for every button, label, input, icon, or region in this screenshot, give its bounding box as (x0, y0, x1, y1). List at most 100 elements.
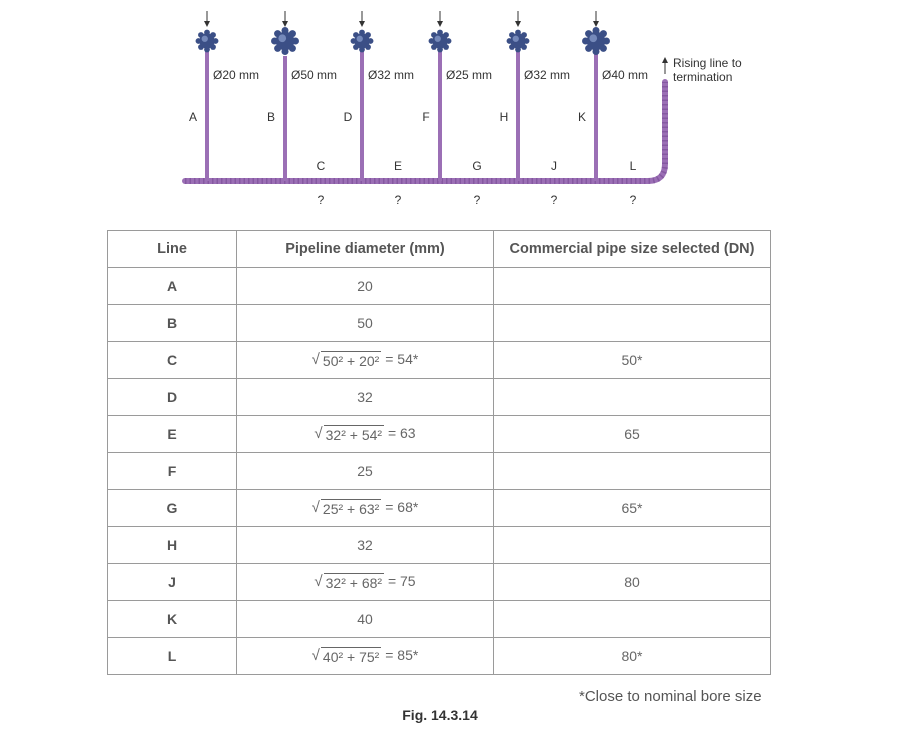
line-cell: F (107, 452, 237, 490)
segment-unknown: ? (395, 193, 402, 207)
pipe-size-table: Line Pipeline diameter (mm) Commercial p… (107, 230, 771, 675)
sqrt-icon: √ (311, 498, 320, 516)
dn-cell: 65* (493, 489, 771, 527)
outlet-icon (350, 29, 374, 53)
segment-unknown: ? (551, 193, 558, 207)
diameter-label: Ø20 mm (213, 68, 259, 82)
line-cell: K (107, 600, 237, 638)
diameter-label: Ø40 mm (602, 68, 648, 82)
header-pipeline-diameter: Pipeline diameter (mm) (236, 230, 494, 268)
diameter-label: Ø32 mm (368, 68, 414, 82)
sqrt-result: = 85* (381, 646, 419, 663)
dn-cell (493, 304, 771, 342)
sqrt-result: = 75 (384, 572, 416, 589)
diameter-cell: 20 (236, 267, 494, 305)
sqrt-result: = 63 (384, 424, 416, 441)
dn-cell: 65 (493, 415, 771, 453)
dn-cell: 80 (493, 563, 771, 601)
diameter-cell: 25 (236, 452, 494, 490)
dn-cell (493, 378, 771, 416)
sqrt-result: = 68* (381, 498, 419, 515)
segment-unknown: ? (318, 193, 325, 207)
segment-c: C? (317, 159, 326, 207)
dn-cell (493, 267, 771, 305)
branch-letter: A (189, 110, 197, 124)
outlet-icon (582, 27, 610, 55)
outlet-icon (428, 29, 452, 53)
branch-h: Ø32 mm H (500, 11, 570, 181)
sqrt-icon: √ (311, 350, 320, 368)
diameter-label: Ø50 mm (291, 68, 337, 82)
segment-l: L? (630, 159, 637, 207)
dn-cell (493, 452, 771, 490)
branch-letter: D (344, 110, 353, 124)
line-cell: E (107, 415, 237, 453)
outlet-icon (195, 29, 219, 53)
segment-letter: L (630, 159, 637, 173)
sqrt-icon: √ (314, 424, 323, 442)
sqrt-icon: √ (311, 646, 320, 664)
sqrt-expression: 25² + 63² (320, 498, 382, 517)
sqrt-icon: √ (314, 572, 323, 590)
diameter-cell: √25² + 63² = 68* (236, 489, 494, 527)
segment-letter: E (394, 159, 402, 173)
dn-cell (493, 600, 771, 638)
dn-cell (493, 526, 771, 564)
line-cell: L (107, 637, 237, 675)
header-commercial-size: Commercial pipe size selected (DN) (493, 230, 771, 268)
diameter-cell: √40² + 75² = 85* (236, 637, 494, 675)
diameter-cell: √32² + 54² = 63 (236, 415, 494, 453)
segment-letter: C (317, 159, 326, 173)
diameter-cell: 32 (236, 526, 494, 564)
diameter-cell: √32² + 68² = 75 (236, 563, 494, 601)
figure-caption: Fig. 14.3.14 (402, 707, 478, 723)
header-line: Line (107, 230, 237, 268)
table-row: L√40² + 75² = 85*80* (107, 637, 771, 675)
line-cell: B (107, 304, 237, 342)
diameter-cell: 50 (236, 304, 494, 342)
line-cell: H (107, 526, 237, 564)
line-cell: C (107, 341, 237, 379)
main-pipe (182, 79, 668, 184)
outlet-icon (506, 29, 530, 53)
sqrt-expression: 40² + 75² (320, 646, 382, 665)
segment-j: J? (551, 159, 558, 207)
branch-letter: B (267, 110, 275, 124)
sqrt-result: = 54* (381, 350, 419, 367)
branch-b: Ø50 mm B (267, 11, 337, 181)
table-row: C√50² + 20² = 54*50* (107, 341, 771, 379)
segment-letter: J (551, 159, 557, 173)
sqrt-expression: 50² + 20² (320, 350, 382, 369)
branch-f: Ø25 mm F (422, 11, 492, 181)
diameter-cell: √50² + 20² = 54* (236, 341, 494, 379)
segment-unknown: ? (630, 193, 637, 207)
line-cell: J (107, 563, 237, 601)
branch-a: Ø20 mm A (189, 11, 259, 181)
diameter-label: Ø32 mm (524, 68, 570, 82)
table-row: G√25² + 63² = 68*65* (107, 489, 771, 527)
dn-cell: 50* (493, 341, 771, 379)
rising-line-label-2: termination (673, 70, 732, 84)
branch-letter: F (422, 110, 429, 124)
line-cell: G (107, 489, 237, 527)
segment-g: G? (472, 159, 481, 207)
diameter-cell: 40 (236, 600, 494, 638)
branch-d: Ø32 mm D (344, 11, 414, 181)
branch-letter: H (500, 110, 509, 124)
segment-unknown: ? (474, 193, 481, 207)
segment-e: E? (394, 159, 402, 207)
diameter-label: Ø25 mm (446, 68, 492, 82)
footnote: *Close to nominal bore size (579, 688, 762, 705)
line-cell: D (107, 378, 237, 416)
line-cell: A (107, 267, 237, 305)
sqrt-expression: 32² + 68² (323, 572, 385, 591)
dn-cell: 80* (493, 637, 771, 675)
